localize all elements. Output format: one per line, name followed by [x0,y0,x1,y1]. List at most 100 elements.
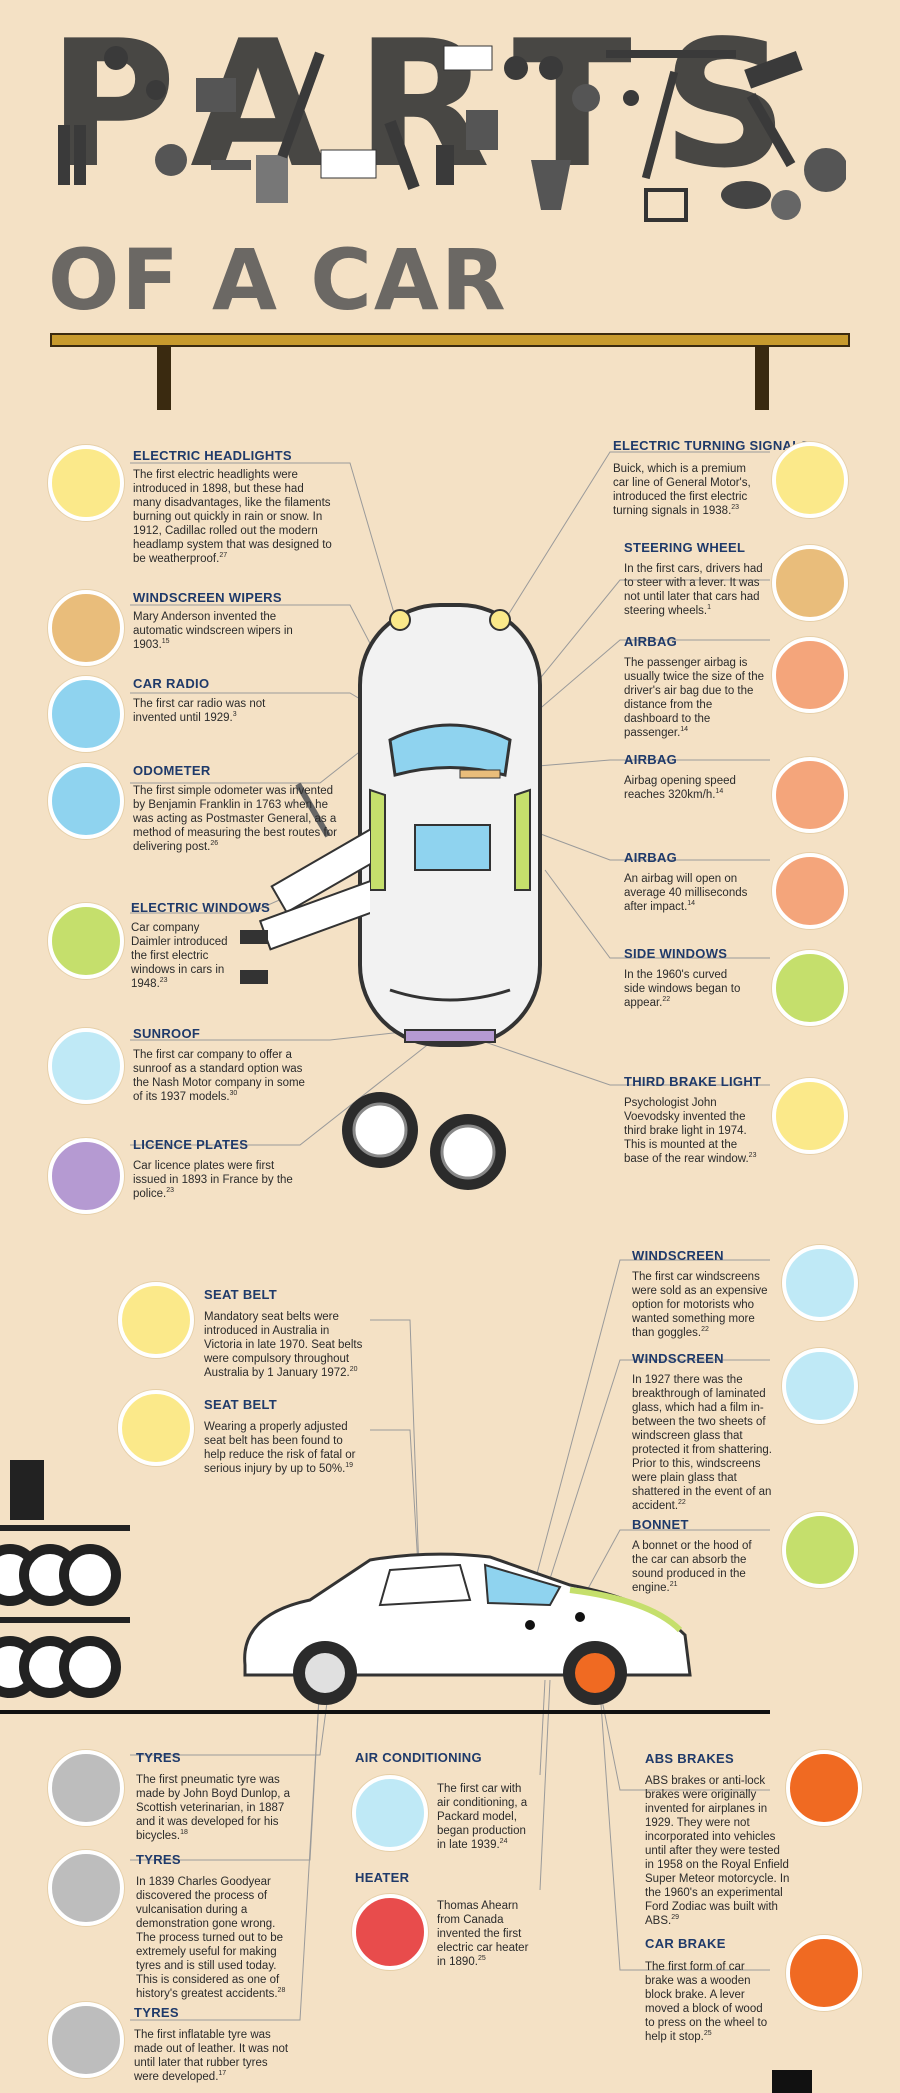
spark-plug-icon [58,125,70,185]
reference-number: 22 [678,1499,686,1507]
windscreen-2-title: WINDSCREEN [632,1351,724,1366]
mechanic-legs [240,782,370,984]
reference-number: 19 [345,1462,354,1470]
reference-number: 23 [731,504,740,512]
steering-wheel-title: STEERING WHEEL [624,540,746,555]
headlight-icon [155,144,187,176]
electric-window-icon [48,903,124,979]
oil-bottle-icon [10,1460,44,1520]
bonnet-title: BONNET [632,1517,689,1532]
tyre-icon-2 [48,1850,124,1926]
tyres-3-text: The first inflatable tyre was made out o… [134,2029,289,2084]
gear-knob-icon [721,181,771,209]
electric-turning-signals-title: ELECTRIC TURNING SIGNALS [613,438,810,453]
heater-title: HEATER [355,1870,410,1885]
reference-number: 15 [161,638,170,646]
reference-number: 27 [219,552,228,560]
airbag-1-title: AIRBAG [624,634,678,649]
air-conditioning-title: AIR CONDITIONING [355,1750,482,1765]
airbag-2-text: Airbag opening speed reaches 320km/h.14 [624,775,736,802]
piston-icon [277,51,325,159]
title-parts-icons [58,45,846,222]
odometer-title: ODOMETER [133,763,211,778]
electric-turning-signals-text: Buick, which is a premium car line of Ge… [613,463,751,518]
wheel-icon [771,190,801,220]
brake-disc-icon-2 [786,1935,862,2011]
windscreen-1-text: The first car windscreens were sold as a… [632,1271,768,1340]
licence-plate [404,1029,496,1043]
licence-plates-text: Car licence plates were first issued in … [133,1160,293,1201]
headlight-icon [48,445,124,521]
brake-disc-icon [786,1750,862,1826]
seat-belt-2-text: Wearing a properly adjusted seat belt ha… [204,1421,356,1476]
bonnet-text: A bonnet or the hood of the car can abso… [632,1540,752,1595]
bonnet-stripe [569,1587,683,1633]
shelf [50,333,850,347]
reference-number: 23 [159,977,168,985]
car-brake-text: The first form of car brake was a wooden… [645,1961,768,2044]
reference-number: 22 [662,996,671,1004]
turning-signal-icon [772,442,848,518]
airbag-2-title: AIRBAG [624,752,678,767]
side-windows-text: In the 1960's curved side windows began … [624,969,741,1010]
air-conditioning-text: The first car with air conditioning, a P… [437,1783,528,1852]
car-side-view [243,1552,692,1705]
seat-belt-2-title: SEAT BELT [204,1397,277,1412]
seat-belt-1-title: SEAT BELT [204,1287,277,1302]
decor-bottom [772,2070,812,2093]
airbag-icon-2 [772,757,848,833]
brake-light-icon [772,1078,848,1154]
reference-number: 29 [671,1914,680,1922]
electric-windows-text: Car company Daimler introduced the first… [131,922,228,991]
heater-text: Thomas Ahearn from Canada invented the f… [437,1900,529,1969]
windscreen-icon [782,1245,858,1321]
reference-number: 1 [707,604,712,612]
steering-wheel-icon [772,545,848,621]
sunroof-text: The first car company to offer a sunroof… [133,1049,305,1104]
seat-belt-1-text: Mandatory seat belts were introduced in … [204,1311,363,1380]
windscreen-wipers-title: WINDSCREEN WIPERS [133,590,282,605]
side-mirror-icon [744,51,803,89]
brake-disc-icon [804,148,846,192]
tyres-3-title: TYRES [134,2005,179,2020]
reference-number: 23 [166,1187,175,1195]
wrench-icon [641,70,679,180]
reference-number: 24 [499,1838,508,1846]
car-top-view [358,603,542,1047]
odometer-icon [48,763,124,839]
radiator-icon [443,45,493,71]
headlight-left [389,609,411,631]
reference-number: 22 [701,1326,709,1334]
abs-brakes-text: ABS brakes or anti-lock brakes were orig… [645,1775,790,1928]
odometer-text: The first simple odometer was invented b… [133,785,337,854]
electric-windows-title: ELECTRIC WINDOWS [131,900,271,915]
reference-number: 3 [232,711,237,719]
airbag-3-text: An airbag will open on average 40 millis… [624,873,748,914]
tyres-1-title: TYRES [136,1750,181,1765]
road-line [0,1710,770,1714]
licence-plates-title: LICENCE PLATES [133,1137,249,1152]
electric-headlights-text: The first electric headlights were intro… [133,469,332,566]
reference-number: 18 [180,1829,188,1837]
sunroof-icon [48,1028,124,1104]
spark-plug-2-icon [436,145,454,185]
airbag-1-text: The passenger airbag is usually twice th… [624,657,764,740]
pedal-icon [256,155,288,203]
airbag-icon-3 [772,853,848,929]
title-of-a-car: OF A CAR [48,231,508,329]
side-window-icon [772,950,848,1026]
windscreen-2-text: In 1927 there was the breakthrough of la… [632,1374,772,1513]
seat-belt-icon-2 [118,1390,194,1466]
car-radio-title: CAR RADIO [133,676,210,691]
third-brake-light-text: Psychologist John Voevodsky invented the… [624,1097,757,1166]
tyres-2-title: TYRES [136,1852,181,1867]
reference-number: 30 [229,1090,238,1098]
seat-icon [466,110,498,150]
airbag-icon [772,637,848,713]
seat-belt-icon [118,1282,194,1358]
tyre-icon-3 [48,2002,124,2078]
car-radio-text: The first car radio was not invented unt… [133,698,266,725]
wiper-icon [48,590,124,666]
reference-number: 14 [687,900,696,908]
tyres-1-text: The first pneumatic tyre was made by Joh… [136,1774,291,1843]
